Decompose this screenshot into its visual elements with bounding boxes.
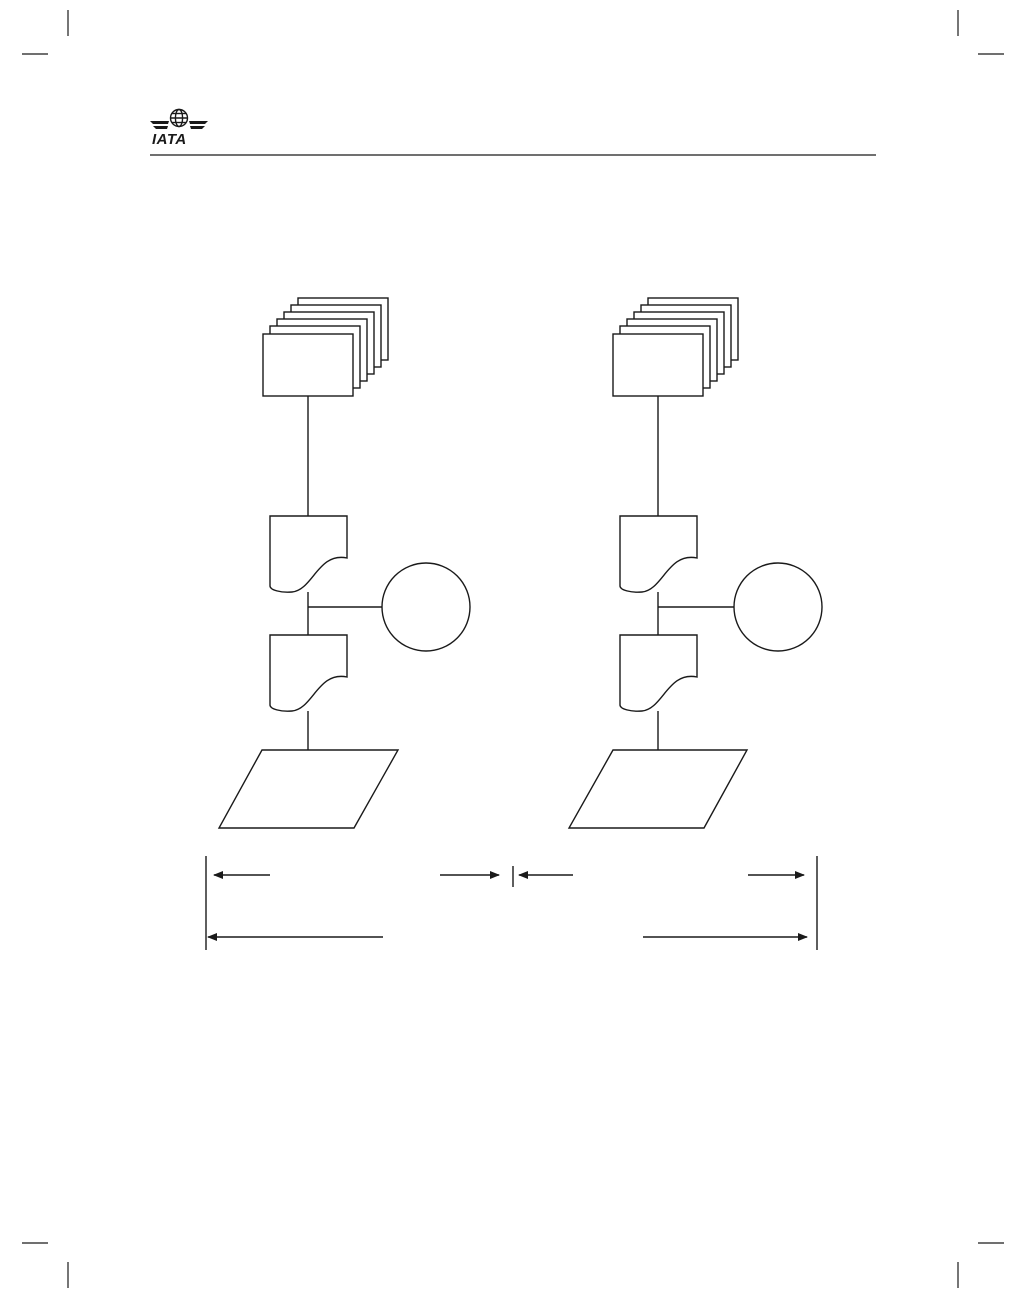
data-parallelogram-right (567, 749, 749, 829)
globe-icon (169, 108, 189, 128)
connector-circle-right (733, 562, 823, 652)
document-symbol-right-1 (619, 515, 698, 593)
multi-document-stack-right (612, 297, 739, 397)
iata-logo (150, 108, 208, 129)
data-parallelogram-left (217, 749, 400, 829)
flowchart-left (217, 297, 471, 829)
document-symbol-left-1 (269, 515, 348, 593)
multi-document-stack-left (262, 297, 389, 397)
connector-circle-left (381, 562, 471, 652)
document-symbol-right-2 (619, 634, 698, 712)
dimension-arrows (205, 856, 818, 950)
iata-logo-text: IATA (152, 131, 187, 148)
document-symbol-left-2 (269, 634, 348, 712)
wings-icon (150, 121, 208, 129)
crop-marks (22, 10, 1004, 1288)
flowchart-right (567, 297, 823, 829)
